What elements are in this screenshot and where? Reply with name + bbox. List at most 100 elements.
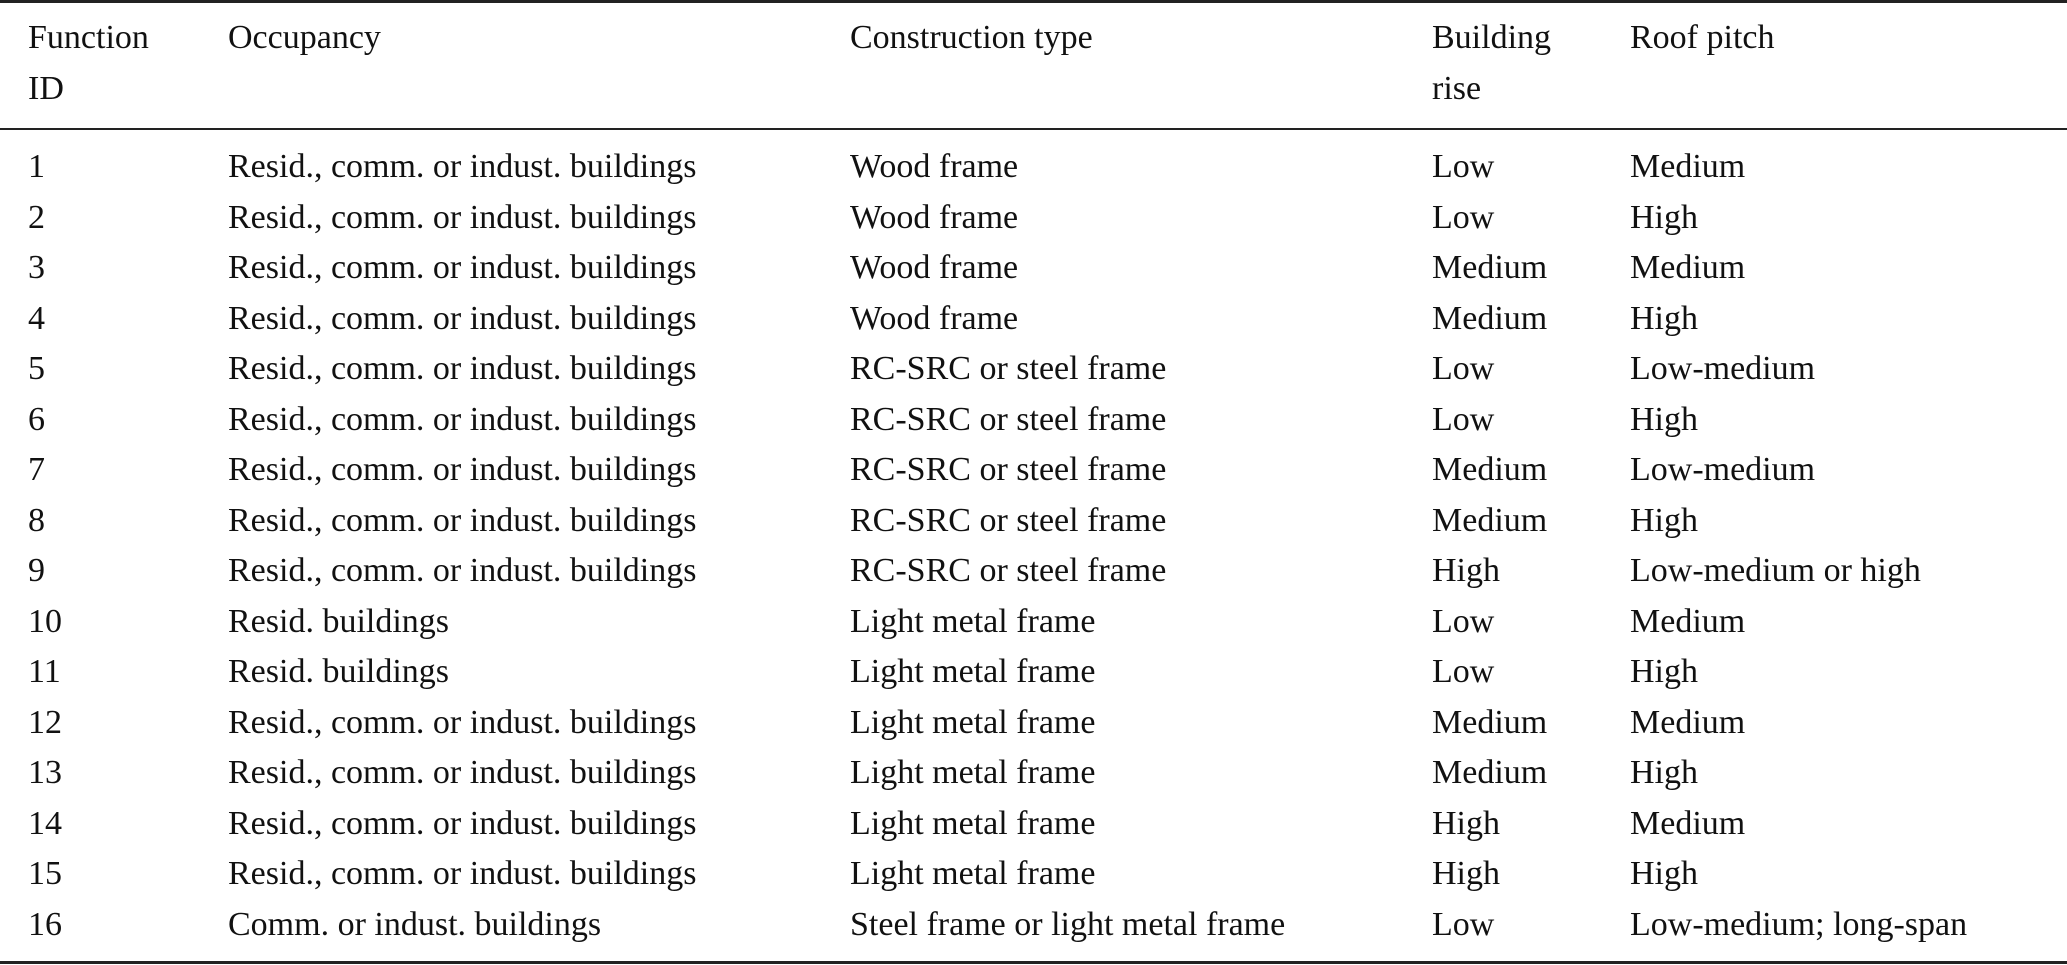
- cell-function-id: 2: [28, 198, 45, 236]
- cell-occupancy: Resid., comm. or indust. buildings: [228, 754, 697, 791]
- cell-roof-pitch: Low-medium; long-span: [1630, 905, 1968, 943]
- cell-roof-pitch: Medium: [1630, 148, 1746, 185]
- bottom-rule: [0, 961, 2067, 964]
- cell-function-id: 15: [28, 855, 62, 892]
- cell-building-rise: Medium: [1432, 754, 1548, 791]
- header-rule: [0, 128, 2067, 130]
- cell-function-id: 13: [28, 754, 62, 791]
- cell-occupancy: Resid. buildings: [228, 602, 450, 640]
- cell-function-id: 1: [28, 148, 45, 185]
- cell-roof-pitch: High: [1630, 855, 1698, 892]
- cell-roof-pitch: High: [1630, 501, 1698, 539]
- cell-building-rise: Low: [1432, 653, 1495, 690]
- cell-function-id: 14: [28, 804, 62, 842]
- cell-roof-pitch: Medium: [1630, 804, 1746, 842]
- cell-building-rise: High: [1432, 855, 1500, 892]
- cell-occupancy: Resid., comm. or indust. buildings: [228, 804, 697, 842]
- cell-building-rise: High: [1432, 552, 1500, 589]
- cell-building-rise: Medium: [1432, 501, 1548, 539]
- cell-building-rise: Low: [1432, 400, 1495, 438]
- cell-building-rise: Low: [1432, 350, 1495, 387]
- cell-occupancy: Resid., comm. or indust. buildings: [228, 451, 697, 488]
- table-row: 14 Resid., comm. or indust. buildings Ligh…: [0, 799, 2067, 850]
- header-line: Construction type: [850, 19, 1093, 56]
- cell-construction-type: Wood frame: [850, 148, 1019, 185]
- header-construction-type: Construction type: [850, 12, 1432, 114]
- cell-occupancy: Resid. buildings: [228, 653, 450, 690]
- cell-roof-pitch: Medium: [1630, 703, 1746, 741]
- table-row: 10 Resid. buildings Light metal frame Low Me…: [0, 597, 2067, 648]
- cell-construction-type: RC-SRC or steel frame: [850, 552, 1167, 589]
- cell-function-id: 3: [28, 249, 45, 286]
- cell-construction-type: Light metal frame: [850, 653, 1096, 690]
- cell-occupancy: Resid., comm. or indust. buildings: [228, 400, 697, 438]
- cell-occupancy: Resid., comm. or indust. buildings: [228, 855, 697, 892]
- cell-occupancy: Resid., comm. or indust. buildings: [228, 350, 697, 387]
- header-line: Building: [1432, 19, 1552, 56]
- cell-construction-type: Wood frame: [850, 299, 1019, 337]
- header-occupancy: Occupancy: [228, 12, 850, 114]
- cell-function-id: 16: [28, 905, 62, 943]
- cell-roof-pitch: High: [1630, 653, 1698, 690]
- cell-roof-pitch: Low-medium: [1630, 350, 1816, 387]
- cell-construction-type: Light metal frame: [850, 855, 1096, 892]
- cell-function-id: 5: [28, 350, 45, 387]
- cell-roof-pitch: High: [1630, 198, 1698, 236]
- cell-occupancy: Resid., comm. or indust. buildings: [228, 299, 697, 337]
- table-row: 13 Resid., comm. or indust. buildings Ligh…: [0, 748, 2067, 799]
- cell-building-rise: Medium: [1432, 703, 1548, 741]
- cell-roof-pitch: Medium: [1630, 602, 1746, 640]
- table-row: 1 Resid., comm. or indust. buildings Wood …: [0, 142, 2067, 193]
- table-row: 3 Resid., comm. or indust. buildings Wood …: [0, 243, 2067, 294]
- cell-construction-type: RC-SRC or steel frame: [850, 350, 1167, 387]
- cell-building-rise: Medium: [1432, 249, 1548, 286]
- cell-occupancy: Resid., comm. or indust. buildings: [228, 703, 697, 741]
- cell-construction-type: Light metal frame: [850, 754, 1096, 791]
- cell-construction-type: Light metal frame: [850, 804, 1096, 842]
- header-line: rise: [1432, 70, 1482, 107]
- header-roof-pitch: Roof pitch: [1630, 12, 2067, 114]
- cell-function-id: 7: [28, 451, 45, 488]
- cell-function-id: 9: [28, 552, 45, 589]
- cell-occupancy: Resid., comm. or indust. buildings: [228, 148, 697, 185]
- header-line: ID: [28, 70, 64, 107]
- top-rule: [0, 0, 2067, 3]
- cell-occupancy: Resid., comm. or indust. buildings: [228, 501, 697, 539]
- cell-function-id: 8: [28, 501, 45, 539]
- cell-building-rise: Low: [1432, 602, 1495, 640]
- cell-function-id: 11: [28, 653, 61, 690]
- cell-function-id: 12: [28, 703, 62, 741]
- cell-function-id: 10: [28, 602, 62, 640]
- cell-construction-type: Light metal frame: [850, 602, 1096, 640]
- header-building-rise: Building rise: [1432, 12, 1630, 114]
- cell-construction-type: Wood frame: [850, 249, 1019, 286]
- header-line: Function: [28, 19, 149, 56]
- table-row: 5 Resid., comm. or indust. buildings RC-SR…: [0, 344, 2067, 395]
- cell-building-rise: Low: [1432, 905, 1495, 943]
- cell-roof-pitch: High: [1630, 400, 1698, 438]
- cell-roof-pitch: High: [1630, 754, 1698, 791]
- cell-building-rise: Medium: [1432, 451, 1548, 488]
- header-line: Occupancy: [228, 19, 381, 56]
- header-line: Roof pitch: [1630, 19, 1775, 56]
- table-row: 11 Resid. buildings Light metal frame Low Hi…: [0, 647, 2067, 698]
- cell-building-rise: Low: [1432, 198, 1495, 236]
- table-row: 15 Resid., comm. or indust. buildings Ligh…: [0, 849, 2067, 900]
- cell-occupancy: Resid., comm. or indust. buildings: [228, 249, 697, 286]
- cell-roof-pitch: High: [1630, 299, 1698, 337]
- cell-roof-pitch: Low-medium or high: [1630, 552, 1921, 589]
- cell-function-id: 6: [28, 400, 45, 438]
- cell-roof-pitch: Medium: [1630, 249, 1746, 286]
- cell-occupancy: Resid., comm. or indust. buildings: [228, 198, 697, 236]
